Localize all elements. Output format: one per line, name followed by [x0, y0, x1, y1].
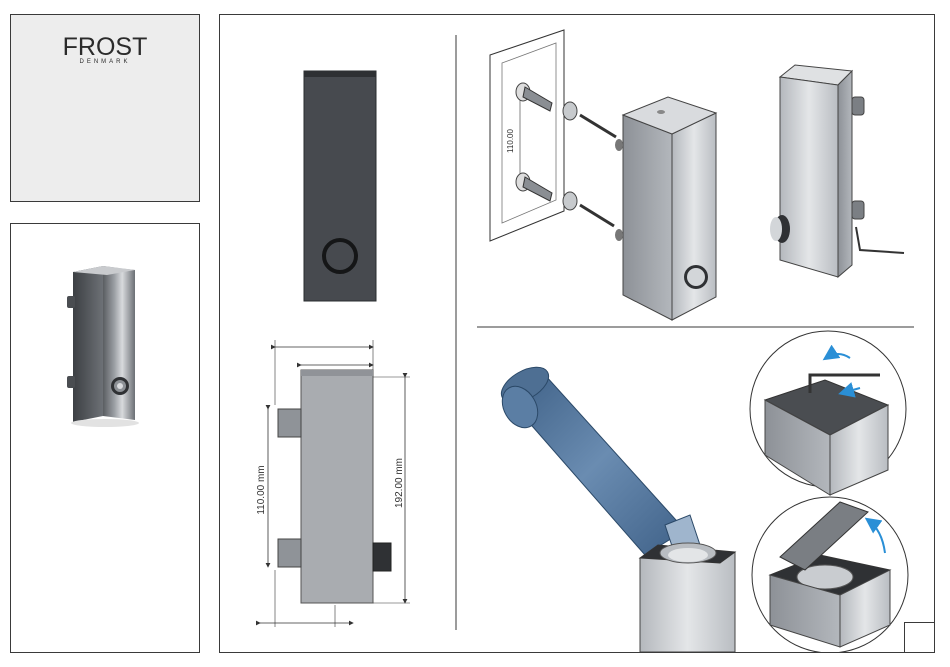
height-dimension-label: 192.00 mm [394, 458, 405, 508]
assembled-view-hex-key [770, 65, 904, 277]
product-photo-panel [10, 223, 200, 653]
detail-unlock-lid [750, 331, 906, 495]
spacing-dimension-label: 110.00 mm [256, 465, 267, 514]
page-corner-box [904, 622, 935, 653]
front-view-black [304, 71, 376, 301]
wall-mount-exploded-view: 110.00 [490, 30, 716, 320]
wall-spacing-label: 110.00 [506, 129, 515, 153]
technical-drawing-panel: 110.00 mm 192.00 mm 110.00 [219, 14, 935, 653]
brand-logo-name: FROST [11, 33, 199, 62]
drawing-canvas: 110.00 mm 192.00 mm 110.00 [220, 15, 934, 652]
product-photo [11, 224, 199, 652]
logo-panel: FROST DENMARK [10, 14, 200, 202]
brand-logo-subtitle: DENMARK [11, 59, 199, 65]
refill-bottle-view [495, 360, 735, 652]
side-view-dimensioned: 110.00 mm 192.00 mm [256, 340, 410, 627]
detail-open-lid [752, 497, 908, 652]
